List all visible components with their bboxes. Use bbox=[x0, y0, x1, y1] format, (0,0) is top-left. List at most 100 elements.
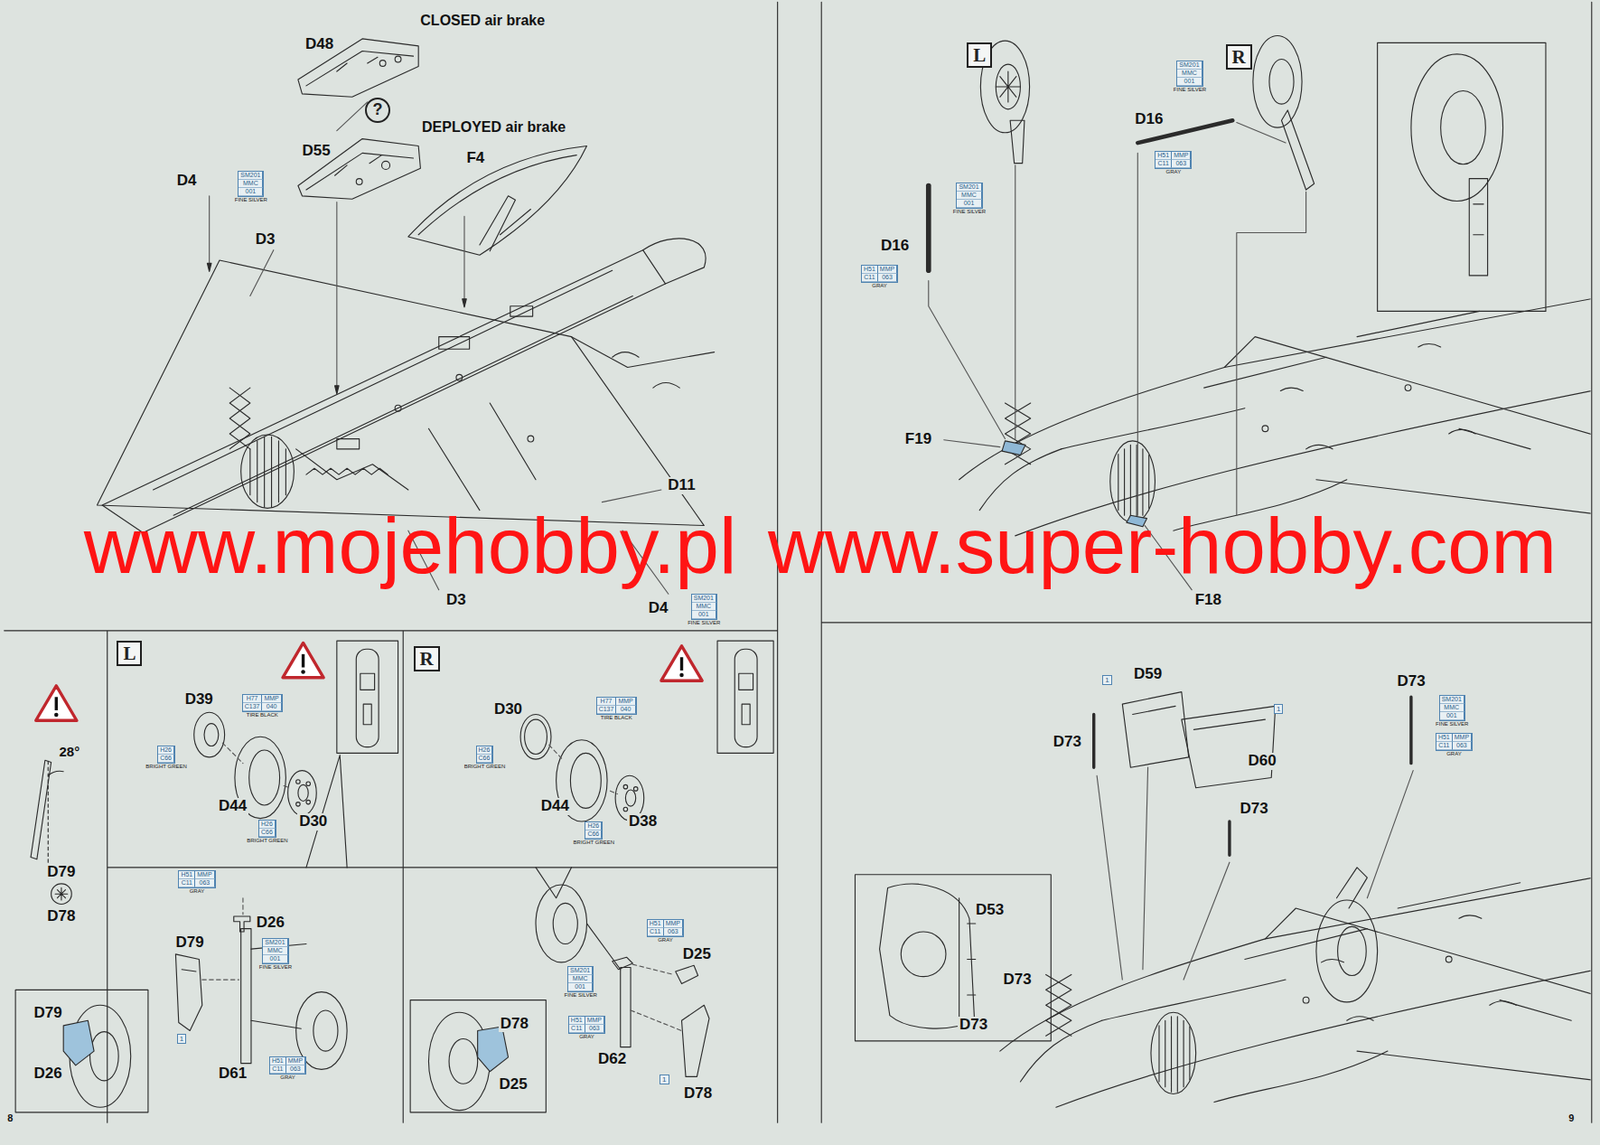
color-name: GRAY bbox=[1445, 750, 1463, 758]
paint-code-grid: H77MMPC137040 bbox=[596, 696, 637, 715]
paint-code-grid: SM201MMC001 bbox=[1439, 694, 1466, 721]
paint-code-box: H26C66BRIGHT GREEN bbox=[463, 745, 507, 770]
paint-code-box: H26C66BRIGHT GREEN bbox=[144, 745, 188, 770]
color-name: GRAY bbox=[1165, 168, 1183, 176]
paint-code: 063 bbox=[1452, 741, 1472, 750]
paint-code: SM201 bbox=[692, 594, 717, 603]
color-name: TIRE BLACK bbox=[599, 714, 634, 721]
paint-code-grid: SM201MMC001 bbox=[955, 182, 983, 209]
paint-code: MMC bbox=[1177, 69, 1202, 78]
part-number: D79 bbox=[173, 934, 206, 952]
part-number: D16 bbox=[1132, 111, 1165, 129]
paint-code: SM201 bbox=[1440, 695, 1465, 704]
box-letter: 1 bbox=[1276, 704, 1281, 713]
paint-code: 001 bbox=[1440, 711, 1465, 721]
paint-code: H26 bbox=[259, 820, 276, 829]
color-name: FINE SILVER bbox=[952, 208, 987, 216]
box-letter: 1 bbox=[1104, 675, 1109, 684]
paint-code: H77 bbox=[243, 694, 263, 703]
paint-code: MMC bbox=[238, 179, 263, 188]
part-number: D25 bbox=[497, 1076, 530, 1094]
color-name: BRIGHT GREEN bbox=[245, 837, 290, 844]
part-number: D4 bbox=[175, 172, 199, 190]
paint-code: C66 bbox=[259, 828, 276, 837]
side-letter-box: R bbox=[1225, 44, 1253, 70]
paint-code-box: H51MMPC11063GRAY bbox=[177, 870, 216, 895]
paint-code: 040 bbox=[261, 702, 281, 712]
paint-code: 001 bbox=[956, 199, 982, 208]
paint-code: C11 bbox=[861, 273, 879, 282]
part-number: D44 bbox=[539, 797, 571, 815]
paint-code-box: H51MMPC11063GRAY bbox=[269, 1056, 307, 1081]
paint-code: H26 bbox=[477, 746, 494, 755]
paint-code-grid: H51MMPC11063 bbox=[860, 264, 899, 283]
box-letter: 1 bbox=[662, 1075, 666, 1084]
color-name: FINE SILVER bbox=[258, 963, 293, 971]
color-name: BRIGHT GREEN bbox=[463, 763, 507, 770]
part-number: D48 bbox=[303, 36, 336, 54]
paint-code: C11 bbox=[1155, 159, 1172, 169]
paint-code-grid: SM201MMC001 bbox=[261, 937, 289, 964]
part-number: D61 bbox=[216, 1065, 249, 1083]
question-circle: ? bbox=[364, 97, 391, 123]
paint-code: 063 bbox=[585, 1024, 605, 1033]
paint-code: MMP bbox=[616, 697, 636, 706]
paint-code-box: SM201MMC001FINE SILVER bbox=[952, 182, 987, 216]
part-number: D4 bbox=[646, 599, 671, 618]
color-name: FINE SILVER bbox=[563, 991, 599, 999]
color-name: TIRE BLACK bbox=[245, 711, 280, 719]
paint-code: MMP bbox=[878, 265, 898, 274]
paint-code: MMC bbox=[1440, 703, 1465, 712]
paint-code-grid: H77MMPC137040 bbox=[242, 693, 283, 712]
paint-code: H51 bbox=[270, 1057, 287, 1066]
color-name: FINE SILVER bbox=[1172, 86, 1208, 94]
paint-code: H51 bbox=[861, 265, 879, 274]
part-number: D59 bbox=[1132, 665, 1164, 684]
watermark: www.mojehobby.pl bbox=[84, 506, 738, 586]
paint-code: MMC bbox=[956, 191, 982, 200]
color-name: FINE SILVER bbox=[1434, 720, 1470, 728]
paint-code: 001 bbox=[238, 187, 263, 197]
paint-code: C11 bbox=[1436, 741, 1453, 750]
part-number: D39 bbox=[183, 691, 216, 709]
part-number: D79 bbox=[45, 863, 77, 881]
part-number: D60 bbox=[1246, 752, 1279, 770]
paint-code-box: SM201MMC001FINE SILVER bbox=[258, 937, 293, 971]
watermark: www.super-hobby.com bbox=[767, 506, 1557, 586]
paint-code: SM201 bbox=[262, 938, 288, 947]
paint-code: C11 bbox=[569, 1024, 586, 1033]
part-number: D73 bbox=[1394, 673, 1427, 691]
paint-code: 001 bbox=[1177, 77, 1202, 86]
paint-code: C11 bbox=[270, 1065, 287, 1074]
paint-code: 040 bbox=[616, 705, 636, 714]
paint-code-box: H77MMPC137040TIRE BLACK bbox=[596, 696, 637, 721]
paint-code: C137 bbox=[243, 702, 263, 712]
paint-code: C66 bbox=[158, 754, 175, 763]
paint-code: 001 bbox=[262, 954, 288, 964]
part-number: D16 bbox=[879, 237, 911, 255]
paint-code-grid: H51MMPC11063 bbox=[646, 918, 684, 937]
question-mark: ? bbox=[372, 100, 383, 120]
side-letter-box: L bbox=[116, 640, 142, 666]
part-number: D3 bbox=[444, 591, 468, 609]
color-name: BRIGHT GREEN bbox=[144, 763, 188, 770]
part-number: D78 bbox=[682, 1085, 714, 1103]
part-number: D73 bbox=[1001, 971, 1033, 989]
color-name: GRAY bbox=[870, 282, 889, 290]
paint-code: H51 bbox=[1436, 733, 1453, 742]
air-brake-heading: DEPLOYED air brake bbox=[420, 119, 568, 136]
color-name: GRAY bbox=[656, 936, 674, 944]
part-number: D79 bbox=[31, 1004, 64, 1022]
paint-code: 001 bbox=[692, 610, 717, 619]
paint-code-box: SM201MMC001FINE SILVER bbox=[563, 965, 599, 999]
paint-code-box: SM201MMC001FINE SILVER bbox=[1172, 60, 1208, 94]
paint-code-box: H26C66BRIGHT GREEN bbox=[245, 819, 290, 844]
paint-code-grid: H51MMPC11063 bbox=[177, 870, 216, 889]
paint-code: H51 bbox=[178, 870, 196, 880]
part-number: D78 bbox=[498, 1015, 531, 1033]
paint-code: 063 bbox=[664, 927, 684, 936]
part-number: D73 bbox=[1051, 733, 1084, 751]
part-number: F18 bbox=[1193, 591, 1224, 609]
paint-code: H26 bbox=[158, 746, 175, 755]
part-number: D73 bbox=[957, 1016, 990, 1034]
